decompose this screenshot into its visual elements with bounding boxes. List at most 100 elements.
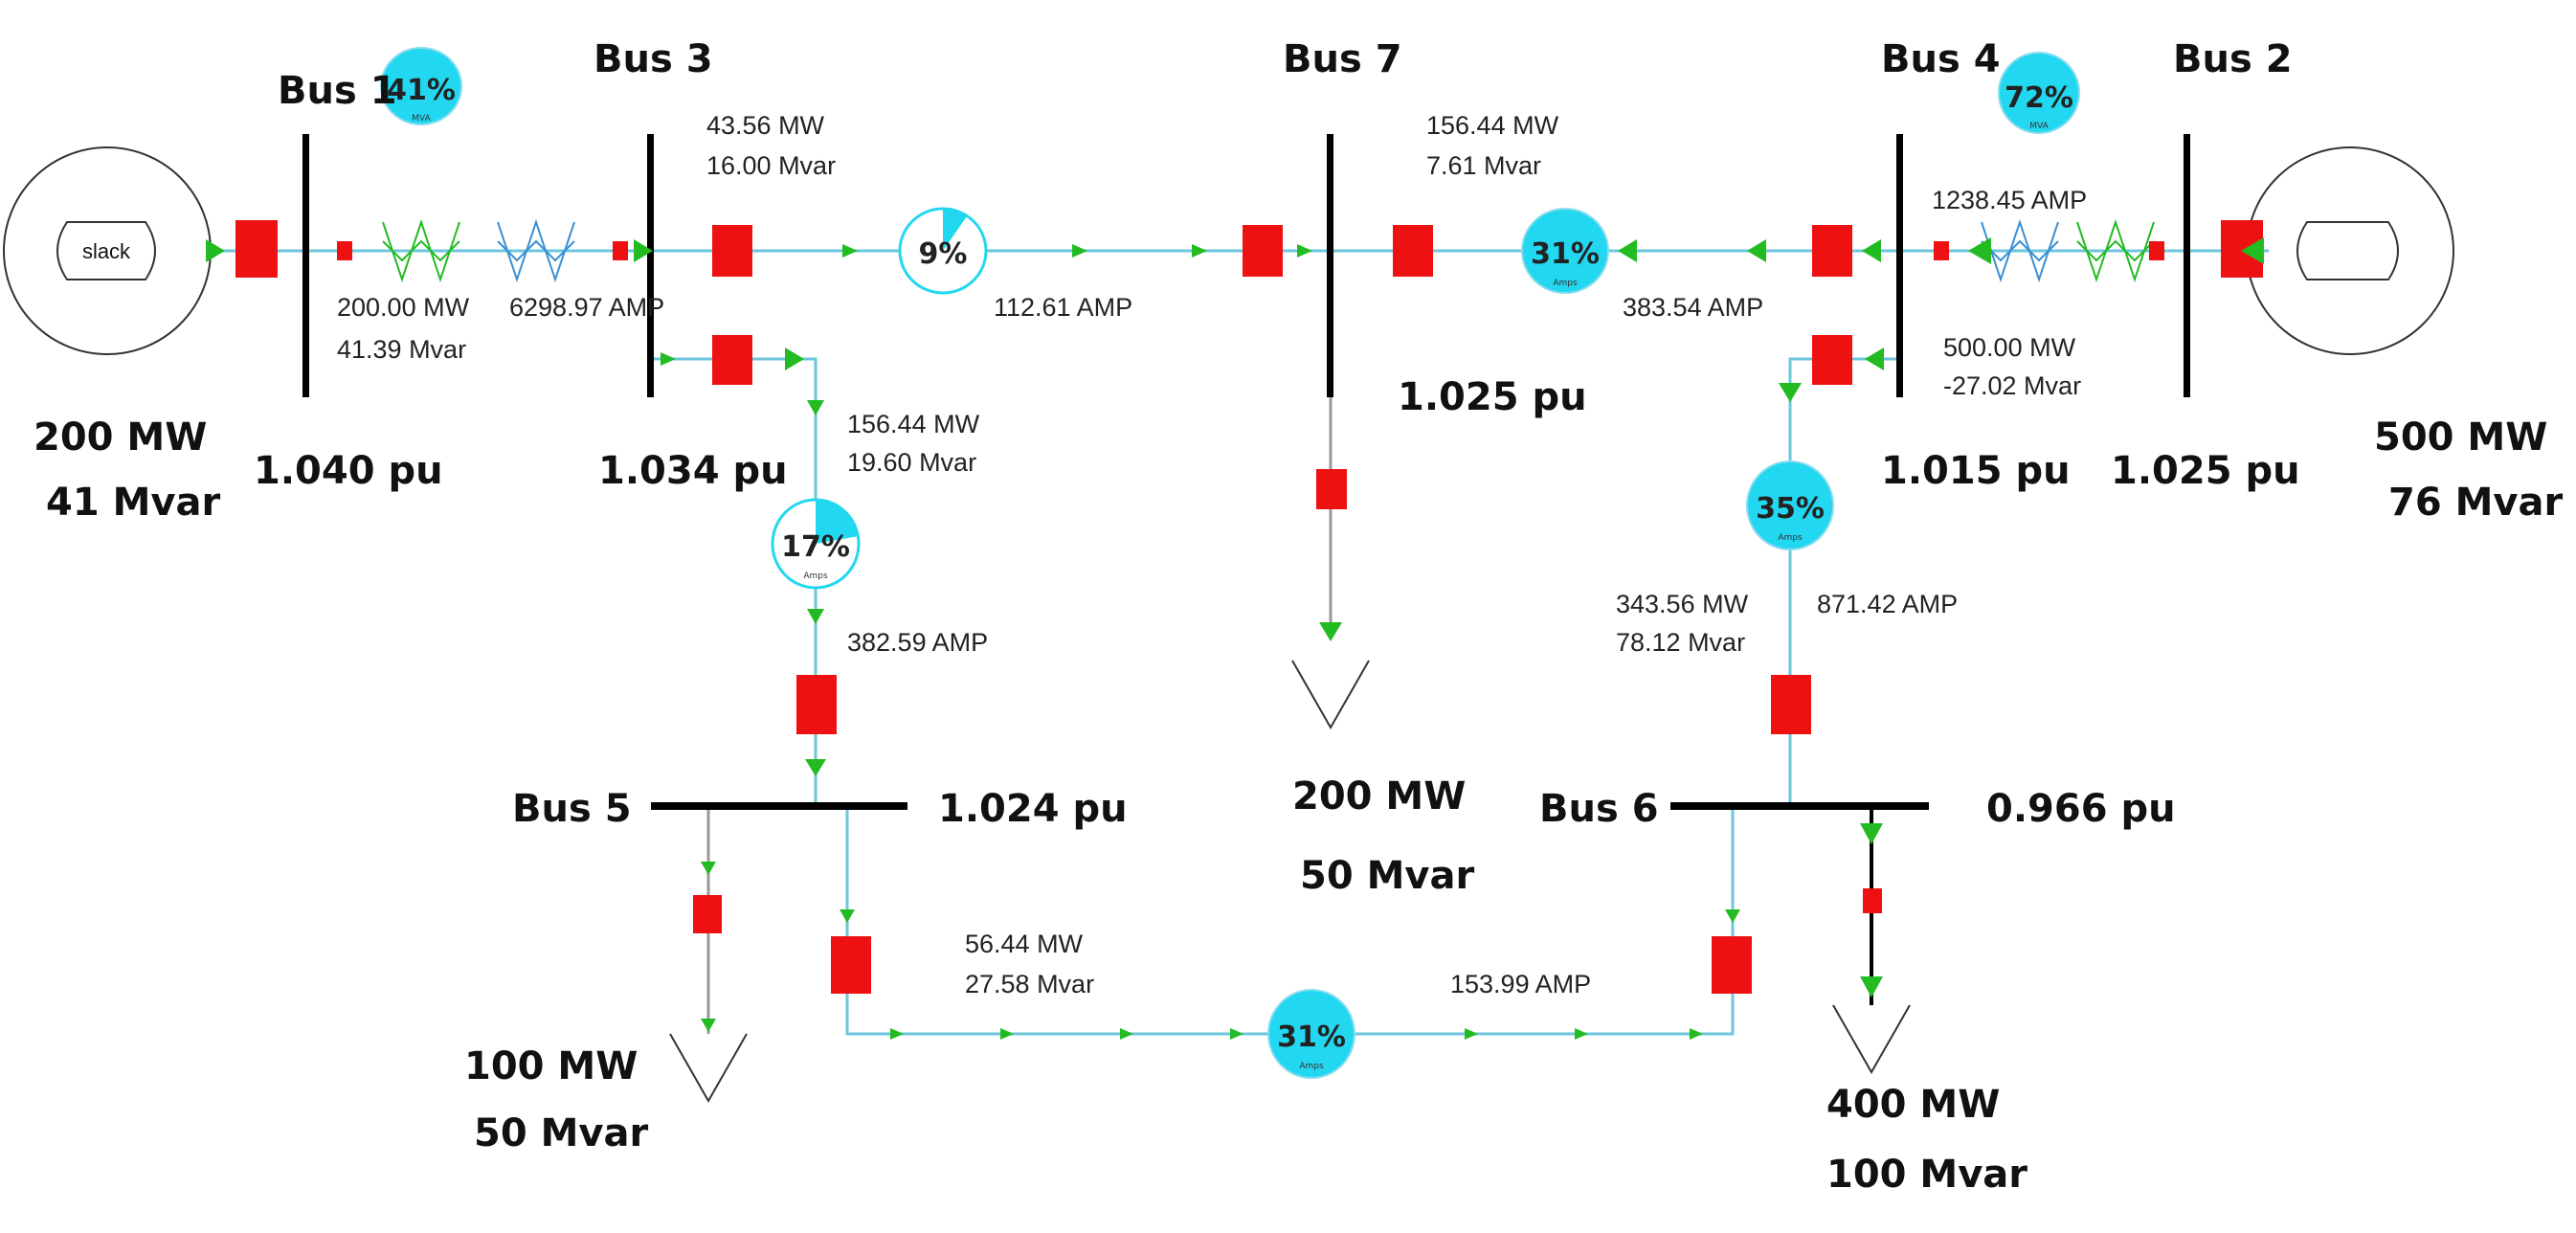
breaker-bus5-line56[interactable] bbox=[831, 936, 871, 994]
bus3-voltage: 1.034 pu bbox=[598, 449, 788, 493]
load7-mvar: 50 Mvar bbox=[1300, 854, 1474, 898]
flow-gen2-amp: 1238.45 AMP bbox=[1932, 186, 2087, 214]
bus3-bar[interactable] bbox=[647, 134, 654, 397]
line-bus3-bus5[interactable] bbox=[651, 357, 818, 809]
gauge-line56-value: 31% bbox=[1277, 1020, 1346, 1054]
flow-gen2-mvar: -27.02 Mvar bbox=[1943, 371, 2081, 400]
breaker-bus5-line35[interactable] bbox=[796, 675, 837, 734]
flow-b35-amp: 382.59 AMP bbox=[847, 628, 988, 657]
gauge-line47-value: 31% bbox=[1531, 237, 1600, 271]
bus-bars bbox=[302, 134, 2190, 810]
breaker-bus6-line56[interactable] bbox=[1712, 936, 1752, 994]
bus5-bar[interactable] bbox=[651, 802, 907, 810]
breaker-bus3-line35[interactable] bbox=[712, 335, 752, 385]
bus3-name: Bus 3 bbox=[594, 37, 713, 81]
flow-b56-amp: 153.99 AMP bbox=[1450, 970, 1591, 998]
breaker-xf1-a[interactable] bbox=[337, 241, 352, 260]
bus2-name: Bus 2 bbox=[2173, 37, 2293, 81]
gauge-xf2[interactable]: 72% MVA bbox=[1998, 52, 2080, 134]
load7-mw: 200 MW bbox=[1292, 774, 1466, 818]
bus6-bar[interactable] bbox=[1670, 802, 1929, 810]
bus4-bar[interactable] bbox=[1896, 134, 1903, 397]
gauge-line46-unit: Amps bbox=[1778, 533, 1803, 543]
gauge-line56-unit: Amps bbox=[1299, 1062, 1324, 1071]
flow-b37-mw: 43.56 MW bbox=[706, 111, 825, 140]
generator-2[interactable] bbox=[2246, 146, 2454, 355]
gauge-line35-value: 17% bbox=[781, 530, 850, 564]
gen1-label: slack bbox=[82, 239, 131, 263]
load6-mvar: 100 Mvar bbox=[1826, 1153, 2027, 1197]
gauge-line35[interactable]: 17% Amps bbox=[771, 498, 861, 590]
gauge-xf1-unit: MVA bbox=[412, 114, 431, 123]
gen1-mvar: 41 Mvar bbox=[46, 481, 220, 525]
bus2-bar[interactable] bbox=[2184, 134, 2190, 397]
bus1-bar[interactable] bbox=[302, 134, 309, 397]
breaker-load7[interactable] bbox=[1316, 469, 1347, 509]
flow-b56-mw: 56.44 MW bbox=[965, 930, 1084, 958]
breaker-bus4-line47[interactable] bbox=[1812, 225, 1852, 277]
line-bus4-bus6[interactable] bbox=[1788, 357, 1900, 809]
gauge-line37-value: 9% bbox=[919, 237, 968, 271]
flow-gen1-amp: 6298.97 AMP bbox=[509, 293, 664, 322]
bus4-name: Bus 4 bbox=[1881, 37, 2001, 81]
load7-symbol[interactable] bbox=[1291, 660, 1370, 730]
breaker-xf2-b[interactable] bbox=[2149, 241, 2164, 260]
transformer-2[interactable] bbox=[1981, 218, 2155, 283]
bus7-name: Bus 7 bbox=[1283, 37, 1402, 81]
flow-b56-mvar: 27.58 Mvar bbox=[965, 970, 1094, 998]
gauge-line35-unit: Amps bbox=[803, 572, 828, 581]
breaker-xf2-a[interactable] bbox=[1934, 241, 1949, 260]
breaker-load6[interactable] bbox=[1863, 888, 1882, 913]
flow-gen1-mw: 200.00 MW bbox=[337, 293, 470, 322]
flow-b37-mvar: 16.00 Mvar bbox=[706, 151, 836, 180]
load6-mw: 400 MW bbox=[1826, 1083, 2000, 1127]
flow-b47-amp: 383.54 AMP bbox=[1623, 293, 1763, 322]
transformer-1[interactable] bbox=[382, 218, 575, 283]
load6-symbol[interactable] bbox=[1832, 1004, 1911, 1075]
gauge-line56[interactable]: 31% Amps bbox=[1267, 989, 1355, 1079]
gen2-mvar: 76 Mvar bbox=[2388, 481, 2563, 525]
load-symbols bbox=[669, 660, 1911, 1104]
bus4-voltage: 1.015 pu bbox=[1881, 449, 2071, 493]
gen1-mw: 200 MW bbox=[34, 415, 207, 460]
load5-mvar: 50 Mvar bbox=[474, 1111, 648, 1155]
flow-b46-mw: 343.56 MW bbox=[1616, 590, 1749, 618]
bus1-voltage: 1.040 pu bbox=[254, 449, 443, 493]
gauge-xf1-value: 41% bbox=[387, 74, 456, 107]
breaker-bus6-line46[interactable] bbox=[1771, 675, 1811, 734]
bus7-bar[interactable] bbox=[1327, 134, 1333, 397]
gauge-line46-value: 35% bbox=[1756, 492, 1825, 526]
gauge-line47[interactable]: 31% Amps bbox=[1521, 208, 1609, 294]
breaker-bus3-line37[interactable] bbox=[712, 225, 752, 277]
gen2-mw: 500 MW bbox=[2374, 415, 2547, 460]
bus2-voltage: 1.025 pu bbox=[2111, 449, 2300, 493]
bus1-name: Bus 1 bbox=[278, 69, 397, 113]
load5-symbol[interactable] bbox=[669, 1033, 748, 1104]
bus6-voltage: 0.966 pu bbox=[1986, 787, 2176, 831]
flow-b37-amp: 112.61 AMP bbox=[994, 293, 1132, 322]
gauge-line46[interactable]: 35% Amps bbox=[1746, 460, 1834, 550]
gauge-line47-unit: Amps bbox=[1553, 279, 1578, 288]
gauge-line37[interactable]: 9% bbox=[898, 207, 988, 295]
gauge-xf1[interactable]: 41% MVA bbox=[380, 47, 462, 125]
flow-b35-mvar: 19.60 Mvar bbox=[847, 448, 976, 477]
flow-b46-amp: 871.42 AMP bbox=[1817, 590, 1958, 618]
flow-b47-mw: 156.44 MW bbox=[1426, 111, 1559, 140]
breaker-bus7-line47[interactable] bbox=[1393, 225, 1433, 277]
breaker-gen1[interactable] bbox=[235, 220, 278, 278]
flow-b46-mvar: 78.12 Mvar bbox=[1616, 628, 1745, 657]
breaker-bus7-line37[interactable] bbox=[1243, 225, 1283, 277]
flow-b35-mw: 156.44 MW bbox=[847, 410, 980, 438]
bus5-voltage: 1.024 pu bbox=[938, 787, 1128, 831]
breaker-load5[interactable] bbox=[693, 895, 722, 933]
bus6-name: Bus 6 bbox=[1539, 787, 1659, 831]
generator-1[interactable]: slack bbox=[3, 146, 212, 355]
breaker-xf1-b[interactable] bbox=[613, 241, 628, 260]
breaker-bus4-line46[interactable] bbox=[1812, 335, 1852, 385]
gauge-xf2-unit: MVA bbox=[2029, 122, 2049, 131]
gauge-xf2-value: 72% bbox=[2005, 81, 2073, 115]
bus7-voltage: 1.025 pu bbox=[1398, 375, 1587, 419]
load5-mw: 100 MW bbox=[464, 1044, 638, 1088]
